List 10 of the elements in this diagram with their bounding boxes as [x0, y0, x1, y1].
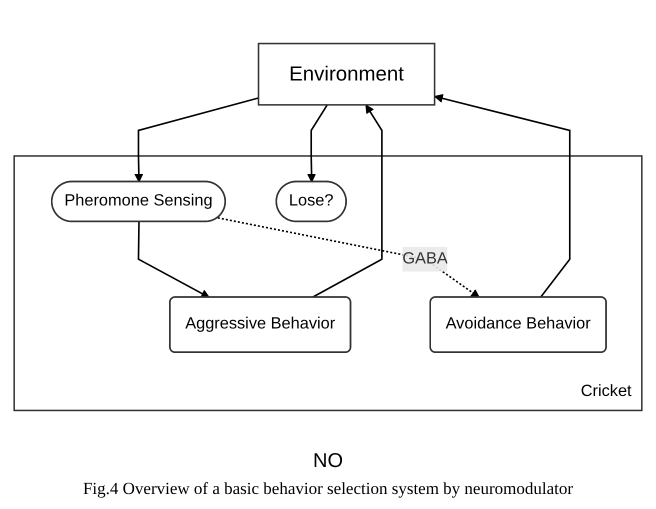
arrow: [434, 94, 571, 298]
arrow: [218, 217, 480, 298]
arrow: [138, 222, 210, 298]
node-box: Environment: [258, 42, 436, 106]
edge-label: GABA: [402, 250, 448, 268]
arrow: [307, 104, 328, 182]
arrow: [134, 97, 259, 182]
figure-caption: Fig.4 Overview of a basic behavior selection system by neuromodulator: [82, 479, 574, 499]
signal-label: NO: [313, 450, 343, 472]
arrow: [312, 104, 383, 298]
